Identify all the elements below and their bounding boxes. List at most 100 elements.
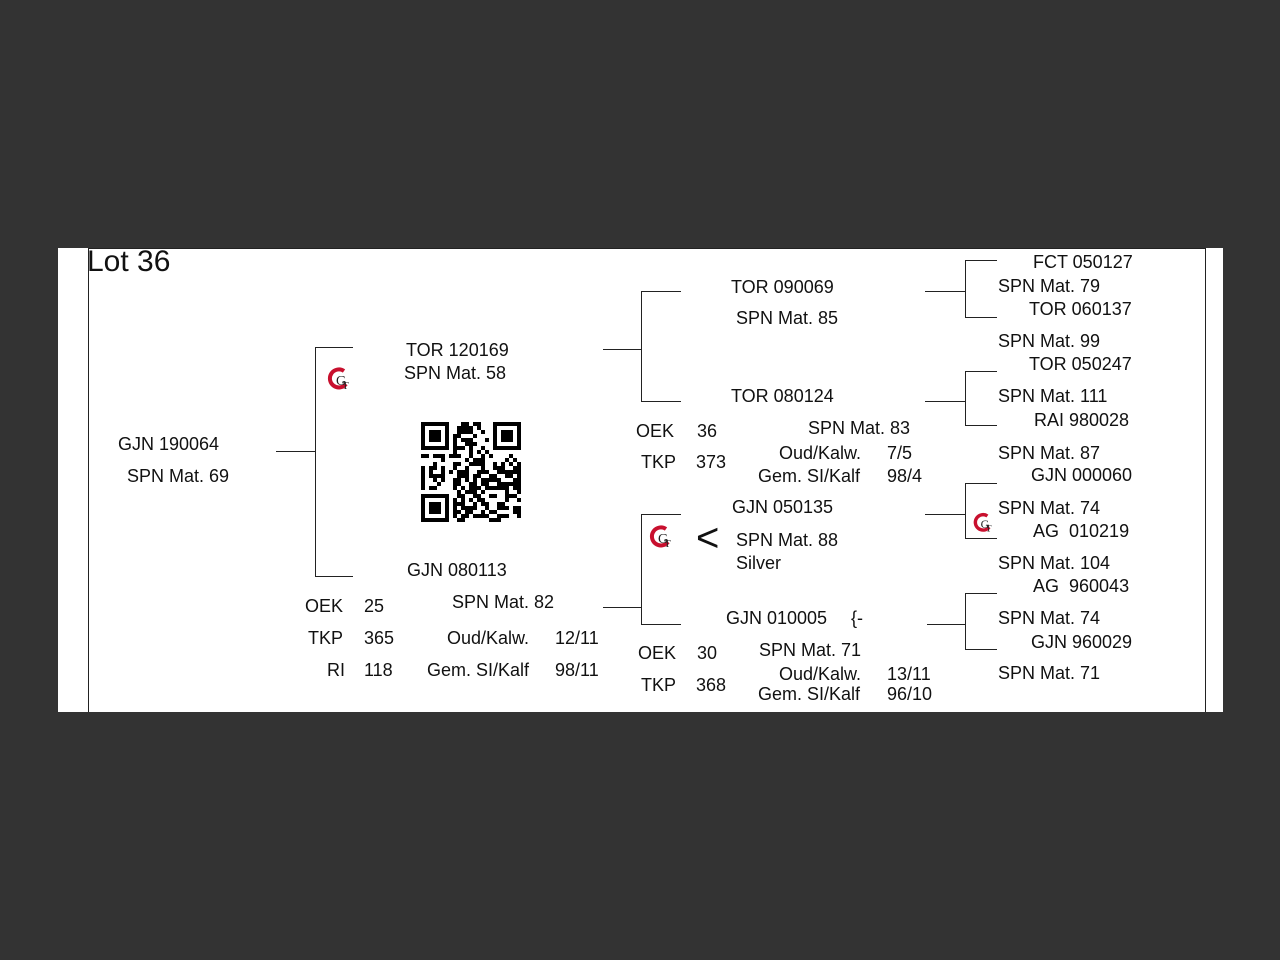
ggp-5-spn: SPN Mat. 74 bbox=[998, 498, 1101, 518]
ggp-8-id: GJN 960029 bbox=[1031, 632, 1133, 652]
sire-sire-spn: SPN Mat. 85 bbox=[736, 308, 839, 328]
dam-sire-id: GJN 050135 bbox=[732, 497, 834, 517]
sire-dam-connector bbox=[641, 401, 681, 402]
gen3-top-3 bbox=[965, 483, 997, 484]
svg-text:T: T bbox=[342, 380, 349, 392]
gt-logo-icon: G T bbox=[327, 367, 349, 392]
gen3-bottom-2 bbox=[965, 425, 997, 426]
ggp-2-spn: SPN Mat. 99 bbox=[998, 331, 1101, 351]
sire-spn: SPN Mat. 58 bbox=[404, 363, 507, 383]
sire-dam-tkp-label: TKP bbox=[641, 452, 677, 472]
dam-sire-note: Silver bbox=[736, 553, 782, 573]
gen3-connector-2 bbox=[925, 401, 965, 402]
ggp-6-id: AG 010219 bbox=[1033, 521, 1130, 541]
gen3-bottom-1 bbox=[965, 317, 997, 318]
sire-dam-spn: SPN Mat. 83 bbox=[808, 418, 911, 438]
dam-dam-suffix: {- bbox=[851, 608, 864, 628]
dam-dam-gem-value: 96/10 bbox=[887, 684, 933, 704]
ggp-1-id: FCT 050127 bbox=[1033, 252, 1133, 272]
qr-code-icon bbox=[421, 422, 521, 522]
dam-sire-symbol: < bbox=[696, 516, 720, 560]
dam-dam-gem-label: Gem. SI/Kalf bbox=[758, 684, 861, 704]
sire-dam-oek-label: OEK bbox=[636, 421, 675, 441]
dam-sire-connector bbox=[641, 514, 681, 515]
dam-oud-value: 12/11 bbox=[555, 628, 599, 648]
dam-gem-label: Gem. SI/Kalf bbox=[427, 660, 530, 680]
sheet-left-border bbox=[88, 248, 89, 712]
sire-oek-label: OEK bbox=[305, 596, 344, 616]
gen3-bracket-2 bbox=[965, 371, 966, 425]
svg-text:G: G bbox=[658, 532, 668, 547]
gen3-bottom-3 bbox=[965, 538, 997, 539]
gen3-bottom-4 bbox=[965, 649, 997, 650]
ggp-5-id: GJN 000060 bbox=[1031, 465, 1133, 485]
dam-gen2-bracket bbox=[641, 514, 642, 624]
ggp-3-spn: SPN Mat. 111 bbox=[998, 386, 1108, 406]
ggp-2-id: TOR 060137 bbox=[1029, 299, 1132, 319]
sire-gen2-connector bbox=[603, 349, 641, 350]
sire-dam-id: TOR 080124 bbox=[731, 386, 834, 406]
gen3-connector-4 bbox=[927, 624, 965, 625]
gen3-top-1 bbox=[965, 260, 997, 261]
gen3-top-4 bbox=[965, 593, 997, 594]
sheet-top-border bbox=[88, 248, 1205, 249]
gen3-connector-3 bbox=[925, 514, 965, 515]
sire-dam-tkp-value: 373 bbox=[696, 452, 727, 472]
sire-oek-value: 25 bbox=[364, 596, 385, 616]
sire-tkp-value: 365 bbox=[364, 628, 395, 648]
dam-spn: SPN Mat. 82 bbox=[452, 592, 555, 612]
dam-dam-id: GJN 010005 bbox=[726, 608, 828, 628]
dam-dam-oek-label: OEK bbox=[638, 643, 677, 663]
sire-gen2-bracket bbox=[641, 291, 642, 401]
dam-gen2-connector bbox=[603, 607, 641, 608]
subject-spn: SPN Mat. 69 bbox=[127, 466, 230, 486]
ggp-3-id: TOR 050247 bbox=[1029, 354, 1132, 374]
subject-id: GJN 190064 bbox=[118, 434, 220, 454]
dam-dam-oek-value: 30 bbox=[697, 643, 718, 663]
sire-ri-value: 118 bbox=[364, 660, 393, 680]
gen3-bracket-4 bbox=[965, 593, 966, 649]
sire-connector bbox=[315, 347, 353, 348]
gen3-connector-1 bbox=[925, 291, 965, 292]
sheet-right-border bbox=[1205, 248, 1206, 712]
dam-dam-tkp-value: 368 bbox=[696, 675, 727, 695]
sire-dam-oud-label: Oud/Kalw. bbox=[779, 443, 862, 463]
ggp-8-spn: SPN Mat. 71 bbox=[998, 663, 1101, 683]
ggp-1-spn: SPN Mat. 79 bbox=[998, 276, 1101, 296]
svg-text:T: T bbox=[664, 538, 671, 550]
sire-tkp-label: TKP bbox=[308, 628, 344, 648]
dam-oud-label: Oud/Kalw. bbox=[447, 628, 530, 648]
sire-sire-id: TOR 090069 bbox=[731, 277, 834, 297]
svg-text:T: T bbox=[986, 524, 992, 534]
ggp-6-spn: SPN Mat. 104 bbox=[998, 553, 1111, 573]
lot-label: Lot 36 bbox=[87, 248, 171, 278]
gen1-bracket bbox=[315, 347, 316, 576]
ggp-4-id: RAI 980028 bbox=[1034, 410, 1130, 430]
dam-gem-value: 98/11 bbox=[555, 660, 599, 680]
gen3-bracket-1 bbox=[965, 260, 966, 317]
sire-dam-oud-value: 7/5 bbox=[887, 443, 913, 463]
gen3-top-2 bbox=[965, 371, 997, 372]
svg-text:G: G bbox=[981, 517, 990, 531]
dam-connector bbox=[315, 576, 353, 577]
subject-connector bbox=[276, 451, 316, 452]
svg-text:G: G bbox=[336, 374, 346, 389]
sire-dam-gem-value: 98/4 bbox=[887, 466, 923, 486]
dam-dam-spn: SPN Mat. 71 bbox=[759, 640, 862, 660]
dam-dam-oud-label: Oud/Kalw. bbox=[779, 664, 862, 684]
dam-dam-connector bbox=[641, 624, 681, 625]
ggp-7-id: AG 960043 bbox=[1033, 576, 1130, 596]
gt-logo-icon: G T bbox=[649, 525, 671, 550]
dam-dam-tkp-label: TKP bbox=[641, 675, 677, 695]
dam-id: GJN 080113 bbox=[407, 560, 507, 580]
pedigree-sheet: Lot 36 GJN 190064 SPN Mat. 69 G T TOR 12… bbox=[58, 248, 1223, 712]
ggp-4-spn: SPN Mat. 87 bbox=[998, 443, 1101, 463]
sire-dam-oek-value: 36 bbox=[697, 421, 718, 441]
dam-dam-oud-value: 13/11 bbox=[887, 664, 931, 684]
dam-sire-spn: SPN Mat. 88 bbox=[736, 530, 839, 550]
sire-ri-label: RI bbox=[327, 660, 345, 680]
gt-logo-icon: G T bbox=[973, 512, 992, 534]
sire-dam-gem-label: Gem. SI/Kalf bbox=[758, 466, 861, 486]
gen3-bracket-3 bbox=[965, 483, 966, 538]
sire-id: TOR 120169 bbox=[406, 340, 509, 360]
